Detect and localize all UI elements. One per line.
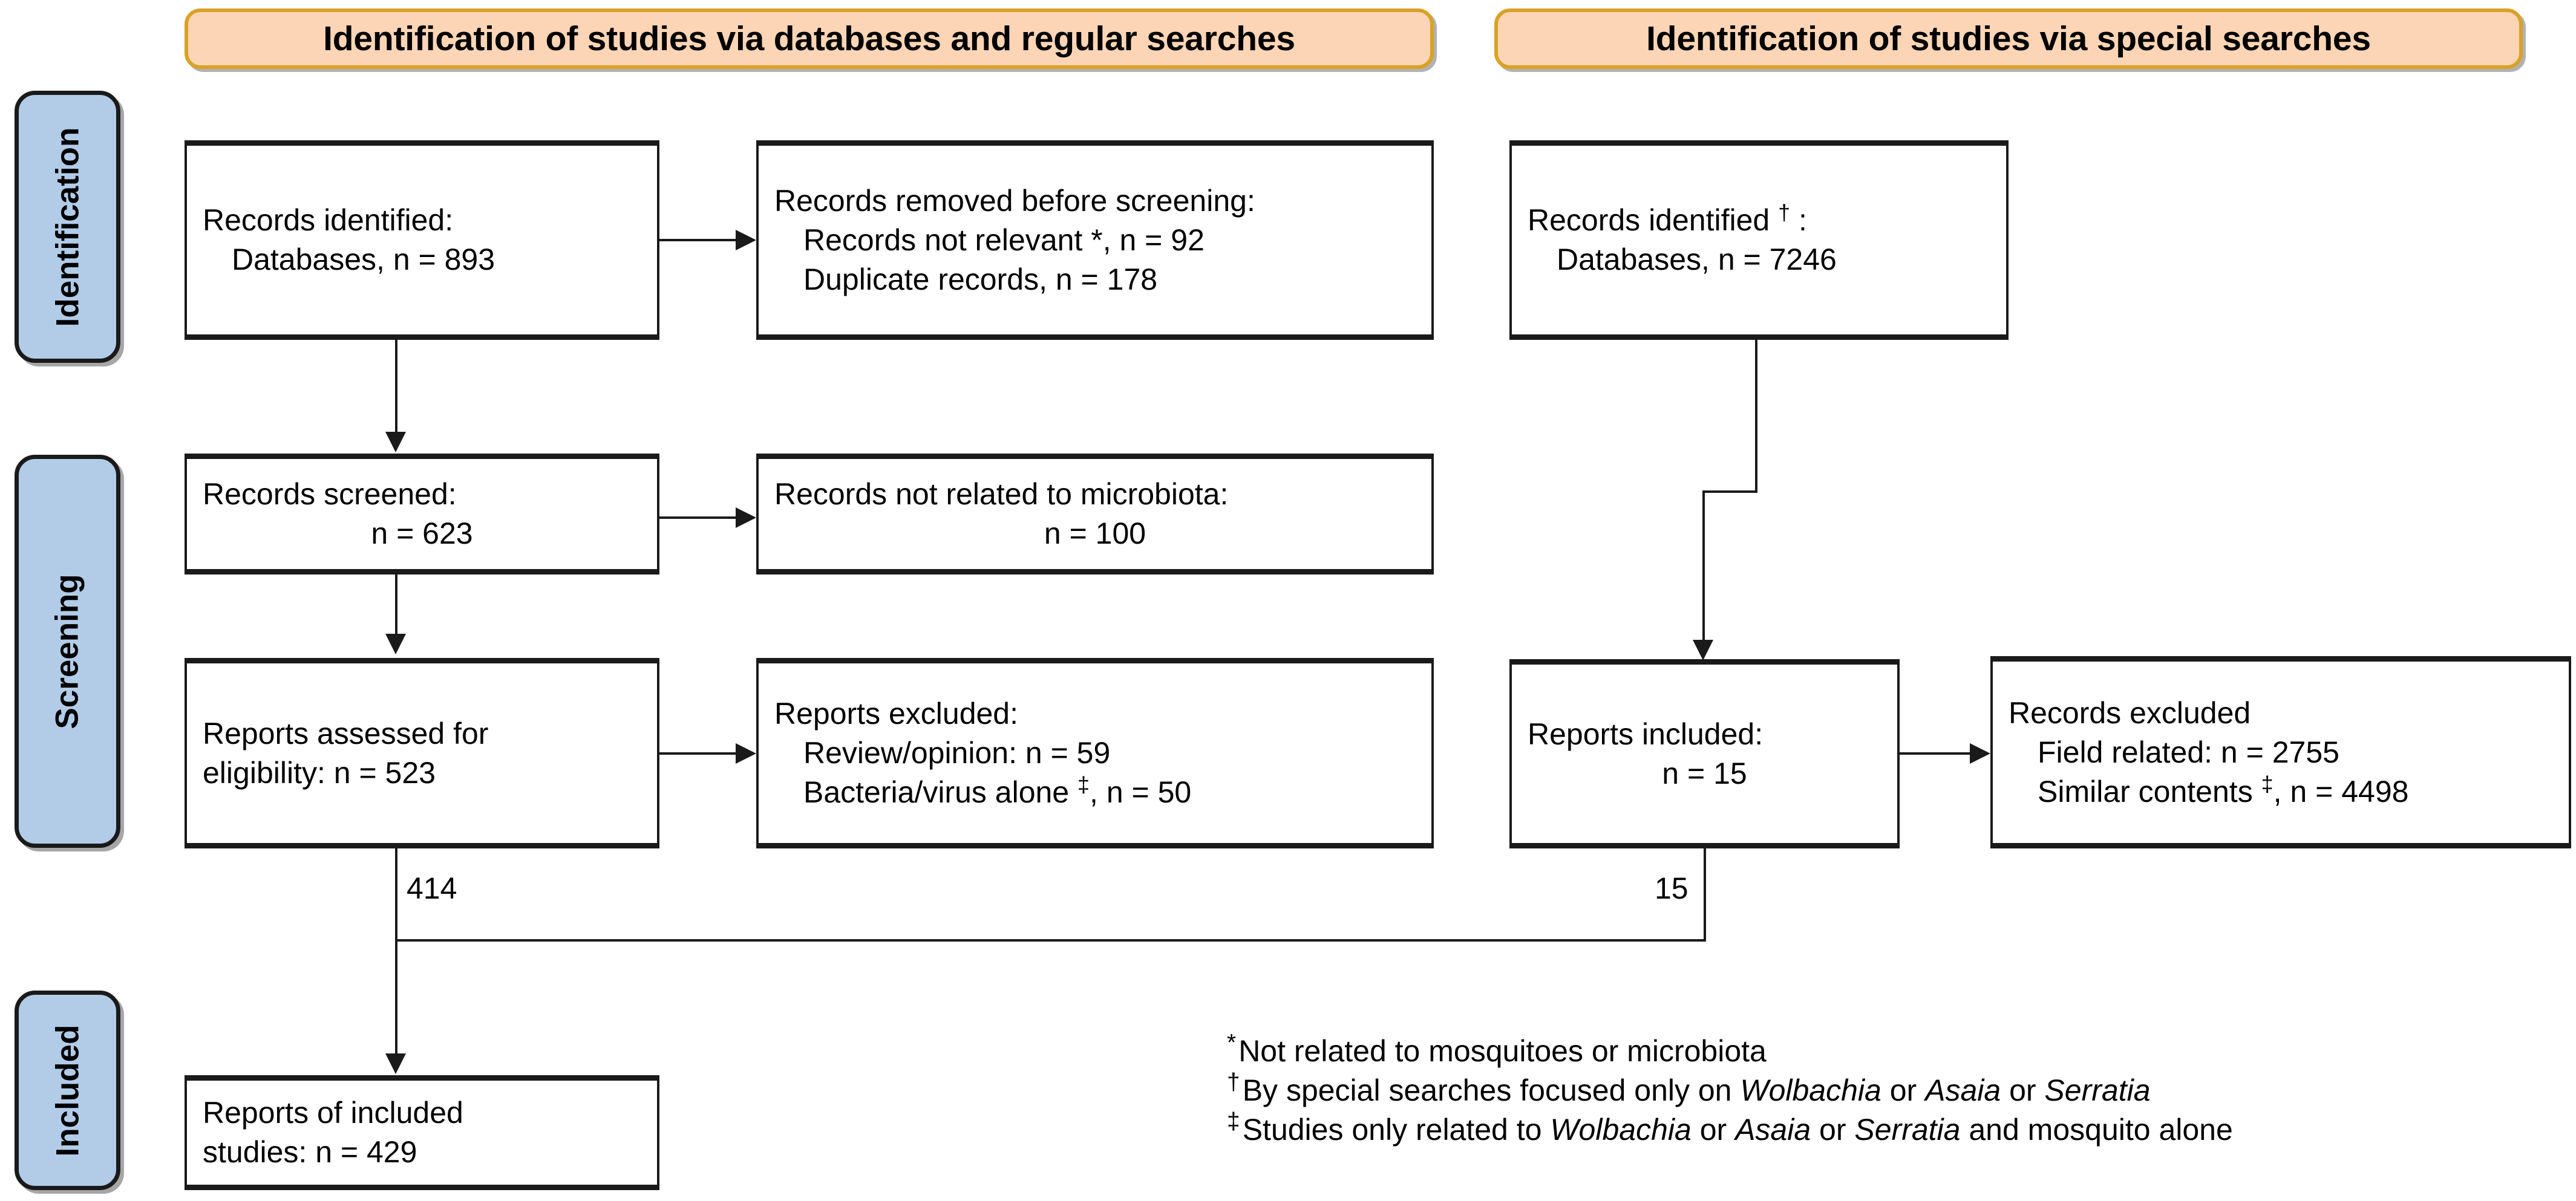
connector-assessed-to-excluded <box>659 752 736 755</box>
connector-special-horizontal <box>1702 490 1757 493</box>
banner-databases-regular: Identification of studies via databases … <box>185 8 1434 69</box>
records-identified-line-2: Databases, n = 893 <box>232 242 495 276</box>
arrowhead-screened-to-not-related <box>736 507 756 528</box>
footnote-double-dagger-italic-2: Asaia <box>1735 1113 1811 1147</box>
arrowhead-identified-to-removed <box>736 230 756 250</box>
connector-included-to-excluded-special <box>1900 752 1970 755</box>
footnote-double-dagger-mid-1: or <box>1691 1113 1736 1147</box>
records-excluded-special-line-3: Similar contents ‡, n = 4498 <box>2009 772 2553 812</box>
double-dagger-mark-icon-2: ‡ <box>2261 770 2274 796</box>
connector-assessed-to-final <box>395 848 397 1054</box>
banner-special: Identification of studies via special se… <box>1494 8 2523 69</box>
stage-pill-screening-label: Screening <box>50 573 86 729</box>
footnote-dagger-text-1: By special searches focused only on <box>1242 1073 1741 1107</box>
connector-special-vertical-lower <box>1702 490 1705 643</box>
dagger-mark-icon: † <box>1778 200 1791 225</box>
reports-excluded-line-3: Bacteria/virus alone ‡, n = 50 <box>774 773 1416 812</box>
records-excluded-special-line-3-suffix: , n = 4498 <box>2273 774 2409 809</box>
records-removed-line-2: Records not relevant *, n = 92 <box>803 223 1205 257</box>
box-records-screened: Records screened: n = 623 <box>185 454 659 574</box>
double-dagger-mark-icon: ‡ <box>1077 772 1090 797</box>
footnote-double-dagger-text-2: and mosquito alone <box>1960 1113 2233 1147</box>
reports-of-included-line-1: Reports of included <box>203 1096 463 1130</box>
stage-pill-identification: Identification <box>15 91 120 363</box>
box-reports-of-included-studies: Reports of included studies: n = 429 <box>185 1075 659 1190</box>
edge-label-414: 414 <box>407 871 457 905</box>
footnote-double-dagger-text-1: Studies only related to <box>1242 1113 1551 1147</box>
box-reports-included: Reports included: n = 15 <box>1509 659 1900 848</box>
box-records-identified-databases: Records identified: Databases, n = 893 <box>185 140 659 340</box>
footnote-dagger-mid-1: or <box>1881 1073 1926 1107</box>
connector-included-down <box>1704 848 1706 940</box>
dagger-mark-icon-footnote: † <box>1227 1069 1240 1096</box>
connector-identified-to-screened <box>395 340 397 434</box>
edge-label-15: 15 <box>1655 871 1688 905</box>
reports-excluded-line-3-prefix: Bacteria/virus alone <box>803 775 1078 809</box>
footnote-double-dagger: ‡Studies only related to Wolbachia or As… <box>1227 1110 2233 1150</box>
box-records-identified-special: Records identified † : Databases, n = 72… <box>1509 140 2009 340</box>
reports-assessed-line-2: eligibility: n = 523 <box>203 755 436 790</box>
reports-included-line-1: Reports included: <box>1528 717 1764 751</box>
stage-pill-identification-label: Identification <box>50 127 85 327</box>
connector-screened-to-assessed <box>395 574 397 635</box>
stage-pill-included-label: Included <box>50 1024 85 1156</box>
reports-excluded-line-2: Review/opinion: n = 59 <box>803 736 1111 770</box>
banner-special-label: Identification of studies via special se… <box>1646 19 2371 58</box>
box-records-not-related: Records not related to microbiota: n = 1… <box>756 454 1434 574</box>
arrowhead-included-to-excluded-special <box>1970 743 1990 764</box>
connector-identified-to-removed <box>659 239 736 241</box>
arrowhead-to-final-box <box>385 1053 406 1074</box>
records-removed-line-3: Duplicate records, n = 178 <box>803 262 1158 296</box>
records-excluded-special-line-1: Records excluded <box>2009 695 2251 730</box>
banner-databases-regular-label: Identification of studies via databases … <box>323 19 1295 58</box>
records-excluded-special-line-3-prefix: Similar contents <box>2038 774 2261 809</box>
connector-merge-horizontal <box>395 939 1706 942</box>
stage-pill-included: Included <box>15 991 120 1190</box>
footnote-dagger-italic-2: Asaia <box>1925 1073 2001 1107</box>
footnote-dagger-italic-3: Serratia <box>2044 1073 2151 1107</box>
footnote-double-dagger-italic-1: Wolbachia <box>1550 1113 1692 1147</box>
box-reports-excluded: Reports excluded: Review/opinion: n = 59… <box>756 658 1434 848</box>
records-identified-special-suffix: : <box>1790 203 1807 237</box>
footnote-dagger-italic-1: Wolbachia <box>1740 1073 1881 1107</box>
footnote-dagger-mid-2: or <box>2001 1073 2045 1107</box>
records-removed-line-1: Records removed before screening: <box>774 183 1255 218</box>
connector-screened-to-not-related <box>659 516 736 519</box>
reports-included-line-2: n = 15 <box>1662 756 1747 790</box>
footnote-double-dagger-italic-3: Serratia <box>1854 1113 1961 1147</box>
arrowhead-assessed-to-excluded <box>736 743 756 764</box>
stage-pill-screening: Screening <box>15 455 120 848</box>
records-not-related-line-2: n = 100 <box>1044 516 1146 550</box>
records-identified-special-line-2: Databases, n = 7246 <box>1557 242 1837 276</box>
box-records-excluded-special: Records excluded Field related: n = 2755… <box>1990 656 2571 848</box>
footnotes-block: *Not related to mosquitoes or microbiota… <box>1227 1030 2233 1150</box>
box-reports-assessed: Reports assessed for eligibility: n = 52… <box>185 658 659 848</box>
arrowhead-identified-to-screened <box>385 432 406 452</box>
records-identified-line-1: Records identified: <box>203 203 454 237</box>
footnote-double-dagger-mid-2: or <box>1811 1113 1855 1147</box>
records-identified-special-line-1: Records identified † : <box>1528 201 1990 240</box>
reports-assessed-line-1: Reports assessed for <box>203 716 489 750</box>
arrowhead-special-to-reports-included <box>1693 640 1713 660</box>
connector-special-vertical-upper <box>1755 340 1757 493</box>
reports-of-included-line-2: studies: n = 429 <box>203 1135 417 1169</box>
records-not-related-line-1: Records not related to microbiota: <box>774 477 1229 511</box>
records-screened-line-1: Records screened: <box>203 477 457 511</box>
double-dagger-mark-icon-footnote: ‡ <box>1227 1108 1240 1135</box>
footnote-asterisk: *Not related to mosquitoes or microbiota <box>1227 1030 2233 1071</box>
reports-excluded-line-3-suffix: , n = 50 <box>1090 775 1192 809</box>
records-identified-special-prefix: Records identified <box>1528 203 1779 237</box>
box-records-removed: Records removed before screening: Record… <box>756 140 1434 340</box>
arrowhead-screened-to-assessed <box>385 634 406 654</box>
records-excluded-special-line-2: Field related: n = 2755 <box>2038 735 2339 769</box>
footnote-dagger: †By special searches focused only on Wol… <box>1227 1069 2233 1110</box>
asterisk-mark-icon: * <box>1227 1030 1237 1056</box>
records-screened-line-2: n = 623 <box>371 516 473 550</box>
footnote-asterisk-text: Not related to mosquitoes or microbiota <box>1238 1034 1767 1068</box>
reports-excluded-line-1: Reports excluded: <box>774 697 1019 731</box>
